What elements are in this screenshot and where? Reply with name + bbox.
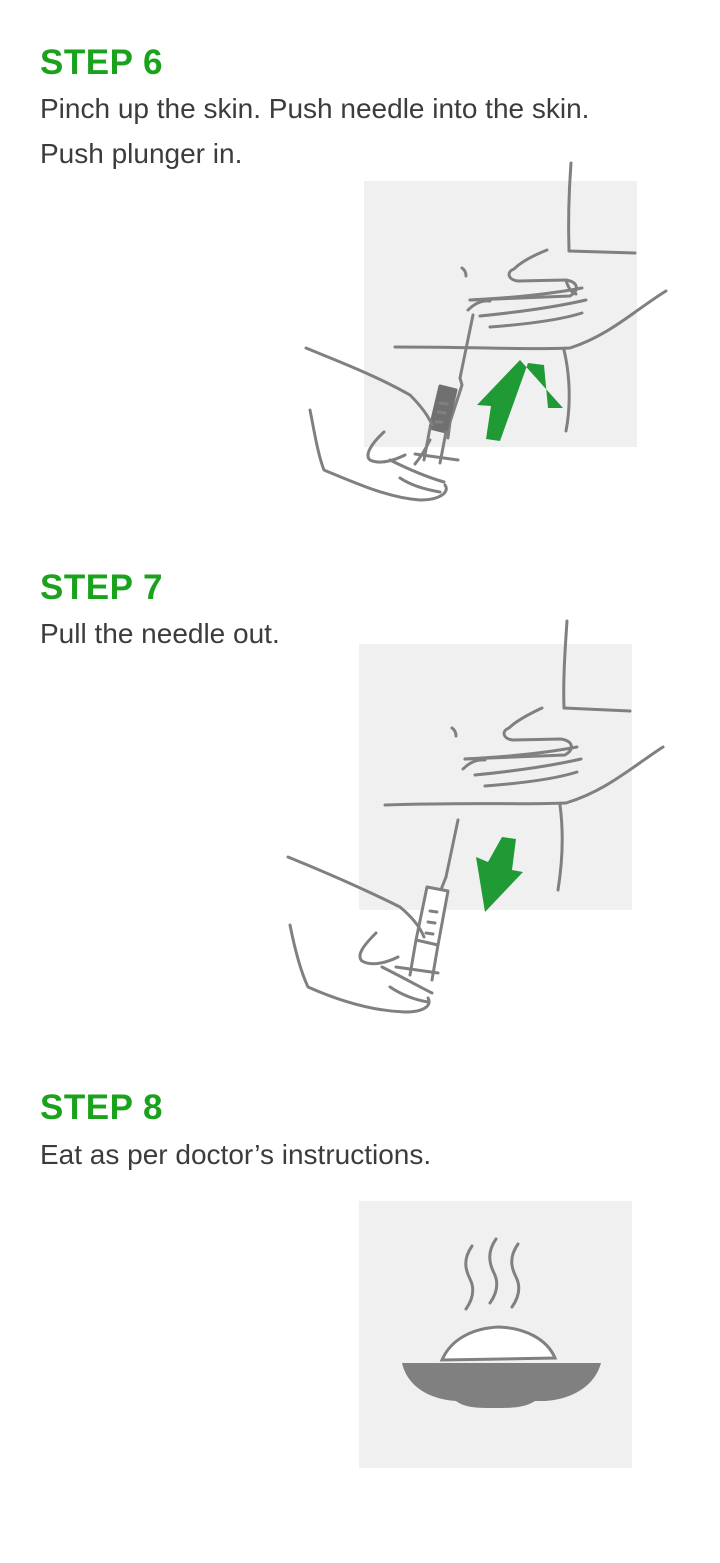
steam-icon <box>464 1237 521 1311</box>
step-7-instructions: Pull the needle out. <box>40 618 280 649</box>
holding-hand <box>304 346 434 427</box>
inject-needle-illustration <box>304 161 668 502</box>
pull-needle-illustration <box>286 619 665 1014</box>
holding-hand <box>286 855 426 939</box>
syringe <box>446 376 464 440</box>
needle <box>444 818 460 879</box>
arrow-up-icon <box>477 360 563 441</box>
step-6-title: STEP 6 <box>40 43 163 82</box>
torso-outline <box>567 161 573 253</box>
step-8-instructions: Eat as per doctor’s instructions. <box>40 1139 432 1170</box>
needle <box>458 313 475 380</box>
bowl-icon <box>402 1363 601 1408</box>
step-7-title: STEP 7 <box>40 568 163 607</box>
torso-outline <box>562 619 569 710</box>
step-8-title: STEP 8 <box>40 1088 163 1127</box>
step-6-instructions: Pinch up the skin. Push needle into the … <box>40 93 590 169</box>
arrow-down-icon <box>476 837 523 912</box>
food-dome <box>439 1325 558 1362</box>
food-bowl-illustration <box>359 1201 632 1468</box>
